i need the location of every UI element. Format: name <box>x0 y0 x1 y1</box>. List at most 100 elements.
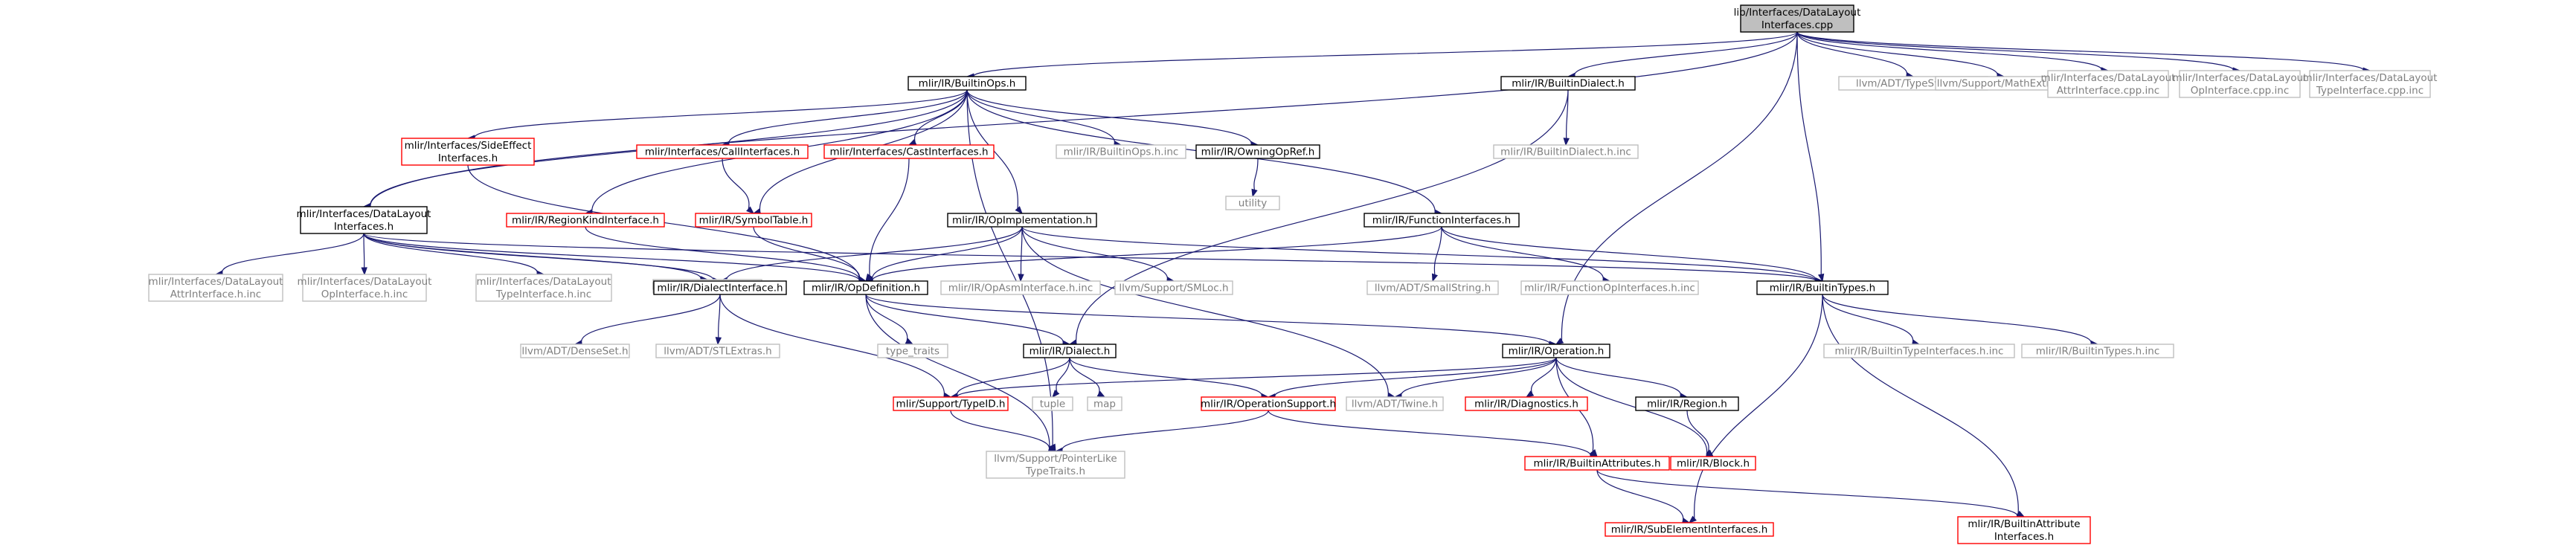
edge-funcif-to-builtintypes <box>1441 226 1824 284</box>
node-regionkind[interactable]: mlir/IR/RegionKindInterface.h <box>506 213 665 228</box>
node-box <box>506 213 665 228</box>
edge-root-to-dlif <box>362 31 1798 210</box>
node-diagnostics[interactable]: mlir/IR/Diagnostics.h <box>1465 396 1588 411</box>
node-typetraits: type_traits <box>877 344 948 358</box>
node-operation[interactable]: mlir/IR/Operation.h <box>1502 344 1610 358</box>
edge-regionkind-to-opdef <box>585 226 867 284</box>
edge-dialect-to-tuple <box>1052 357 1070 399</box>
node-label: mlir/Interfaces/DataLayout <box>477 276 611 288</box>
node-label: mlir/IR/OpDefinition.h <box>812 283 920 294</box>
edge-opimpl-to-opasmif <box>1018 226 1024 283</box>
node-label: mlir/Interfaces/DataLayout <box>2303 72 2438 84</box>
node-mathextras: llvm/Support/MathExtras.h <box>1935 76 2073 91</box>
node-label: llvm/ADT/SmallString.h <box>1375 283 1491 294</box>
node-owningop[interactable]: mlir/IR/OwningOpRef.h <box>1195 144 1320 159</box>
node-box <box>1605 522 1774 537</box>
node-castif[interactable]: mlir/Interfaces/CastInterfaces.h <box>823 144 995 159</box>
node-box <box>2309 70 2431 98</box>
node-box <box>1056 144 1186 159</box>
node-stlextras: llvm/ADT/STLExtras.h <box>655 344 780 358</box>
node-opimpl[interactable]: mlir/IR/OpImplementation.h <box>947 213 1097 228</box>
node-box <box>1225 196 1280 210</box>
edge-opimpl-to-twine <box>1021 226 1396 399</box>
node-label: mlir/IR/OpAsmInterface.h.inc <box>948 283 1093 294</box>
node-funcif[interactable]: mlir/IR/FunctionInterfaces.h <box>1364 213 1520 228</box>
node-box <box>1114 280 1233 295</box>
node-dialectif[interactable]: mlir/IR/DialectInterface.h <box>653 280 787 295</box>
node-block[interactable]: mlir/IR/Block.h <box>1670 456 1756 471</box>
node-label: utility <box>1239 198 1267 210</box>
edge-opsupport-to-builtinattrs <box>1268 410 1599 460</box>
node-box <box>986 451 1125 479</box>
node-label: mlir/IR/BuiltinOps.h.inc <box>1064 146 1179 158</box>
node-box <box>1465 396 1588 411</box>
node-box <box>1366 280 1499 295</box>
edge-opimpl-to-smloc <box>1021 226 1175 283</box>
node-label: mlir/IR/FunctionInterfaces.h <box>1372 215 1511 227</box>
edge-operation-to-region <box>1555 357 1689 399</box>
node-label: mlir/IR/Operation.h <box>1509 346 1605 358</box>
node-opdef[interactable]: mlir/IR/OpDefinition.h <box>803 280 928 295</box>
node-label: llvm/Support/MathExtras.h <box>1937 78 2071 90</box>
node-builtinattrs[interactable]: mlir/IR/BuiltinAttributes.h <box>1524 456 1670 471</box>
node-box <box>947 213 1097 228</box>
edge-builtintypes-to-builtinattrif <box>1822 294 2026 518</box>
edge-builtintypes-to-builtintypesinc <box>1822 294 2099 347</box>
node-smloc: llvm/Support/SMLoc.h <box>1114 280 1233 295</box>
node-label: mlir/IR/Dialect.h <box>1030 346 1111 358</box>
node-label: lib/Interfaces/DataLayout <box>1734 7 1861 19</box>
node-box <box>653 280 787 295</box>
node-label: mlir/Interfaces/DataLayout <box>298 276 432 288</box>
node-label: llvm/ADT/Twine.h <box>1352 399 1438 410</box>
node-label: llvm/ADT/DenseSet.h <box>521 346 628 358</box>
edge-symboltable-to-opdef <box>753 226 867 283</box>
node-builtindialectinc: mlir/IR/BuiltinDialect.h.inc <box>1493 144 1639 159</box>
edge-dialect-to-map <box>1069 357 1106 398</box>
node-box <box>148 274 283 302</box>
node-label: map <box>1093 399 1116 410</box>
node-box <box>1670 456 1756 471</box>
node-twine: llvm/ADT/Twine.h <box>1346 396 1444 411</box>
node-builtindialect[interactable]: mlir/IR/BuiltinDialect.h <box>1500 76 1636 91</box>
node-dlophinc: mlir/Interfaces/DataLayoutOpInterface.h.… <box>298 274 432 302</box>
node-symboltable[interactable]: mlir/IR/SymbolTable.h <box>695 213 812 228</box>
edge-callif-to-symboltable <box>722 158 755 214</box>
node-box <box>1364 213 1520 228</box>
node-box <box>1346 396 1444 411</box>
node-subelement[interactable]: mlir/IR/SubElementInterfaces.h <box>1605 522 1774 537</box>
node-label: mlir/IR/FunctionOpInterfaces.h.inc <box>1524 283 1695 294</box>
node-label: mlir/Support/TypeID.h <box>896 399 1006 410</box>
node-typeid[interactable]: mlir/Support/TypeID.h <box>893 396 1009 411</box>
node-dialect[interactable]: mlir/IR/Dialect.h <box>1023 344 1117 358</box>
node-label: OpInterface.cpp.inc <box>2191 85 2290 97</box>
node-builtinops[interactable]: mlir/IR/BuiltinOps.h <box>908 76 1027 91</box>
node-label: Interfaces.h <box>1994 531 2054 543</box>
node-smallstring: llvm/ADT/SmallString.h <box>1366 280 1499 295</box>
node-opsupport[interactable]: mlir/IR/OperationSupport.h <box>1201 396 1336 411</box>
node-label: TypeInterface.cpp.inc <box>2316 85 2424 97</box>
node-label: Interfaces.h <box>334 221 394 233</box>
node-box <box>2021 344 2174 358</box>
edge-funcif-to-smallstring <box>1431 226 1442 283</box>
node-dltypehinc: mlir/Interfaces/DataLayoutTypeInterface.… <box>475 274 612 302</box>
node-label: Interfaces.cpp <box>1761 19 1833 31</box>
node-builtinopsinc: mlir/IR/BuiltinOps.h.inc <box>1056 144 1186 159</box>
node-box <box>1957 516 2091 544</box>
node-builtintypes[interactable]: mlir/IR/BuiltinTypes.h <box>1756 280 1889 295</box>
node-builtintypesinc: mlir/IR/BuiltinTypes.h.inc <box>2021 344 2174 358</box>
node-callif[interactable]: mlir/Interfaces/CallInterfaces.h <box>636 144 809 159</box>
node-label: mlir/IR/DialectInterface.h <box>657 283 783 294</box>
node-funcopinc: mlir/IR/FunctionOpInterfaces.h.inc <box>1520 280 1699 295</box>
node-label: mlir/IR/SymbolTable.h <box>699 215 809 227</box>
node-label: mlir/IR/Diagnostics.h <box>1474 399 1578 410</box>
node-label: mlir/IR/OpImplementation.h <box>952 215 1092 227</box>
node-region[interactable]: mlir/IR/Region.h <box>1635 396 1739 411</box>
node-box <box>1524 456 1670 471</box>
node-box <box>1195 144 1320 159</box>
